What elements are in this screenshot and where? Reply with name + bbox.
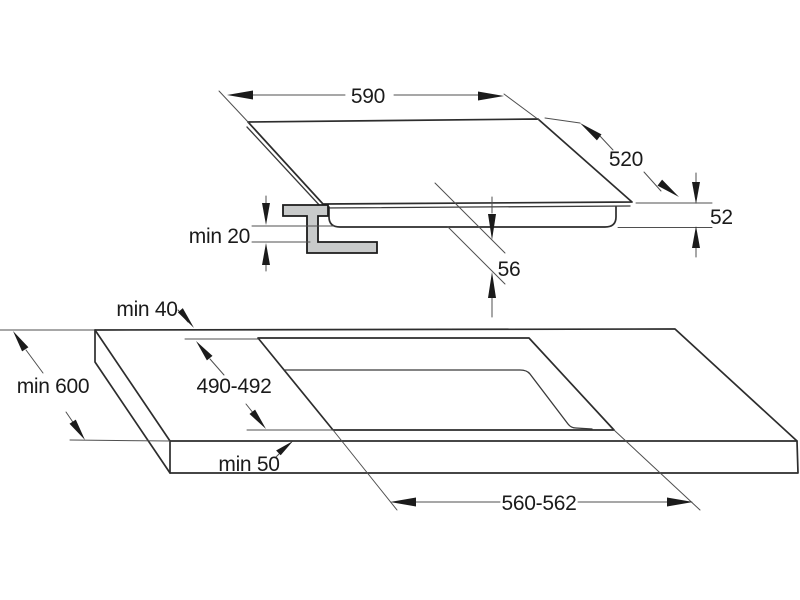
dim-rear-distance: min 40 [116, 298, 259, 340]
dim-cutout-width: 560-562 [332, 429, 701, 515]
hob-glass-panel [246, 118, 633, 209]
dim-hob-height: 52 [617, 172, 733, 258]
worktop-slab [0, 328, 799, 474]
hob-width-label: 590 [351, 85, 385, 108]
worktop-figure: min 40 min 600 490-492 min 50 [0, 298, 799, 515]
dim-hob-width: 590 [218, 85, 540, 124]
cutout-depth-label: 490-492 [197, 375, 272, 398]
dim-bracket-clearance: min 20 [189, 195, 335, 272]
hob-body [328, 206, 617, 228]
dim-hob-depth: 520 [544, 117, 679, 197]
dim-hob-installation-height: 56 [434, 182, 521, 318]
rear-distance-label: min 40 [116, 298, 177, 321]
cutout-width-label: 560-562 [502, 492, 577, 515]
hob-depth-label: 520 [609, 148, 643, 171]
dim-worktop-depth: min 600 [13, 331, 171, 442]
hob-height-label: 52 [710, 206, 733, 229]
bracket-clearance-label: min 20 [189, 225, 250, 248]
mounting-bracket [282, 204, 378, 254]
dim-front-distance: min 50 [218, 441, 293, 476]
worktop-depth-label: min 600 [17, 375, 90, 398]
dim-cutout-depth: 490-492 [196, 341, 334, 431]
hob-figure: 590 520 52 56 [189, 85, 733, 318]
front-distance-label: min 50 [218, 453, 279, 476]
hob-installation-height-label: 56 [498, 258, 521, 281]
